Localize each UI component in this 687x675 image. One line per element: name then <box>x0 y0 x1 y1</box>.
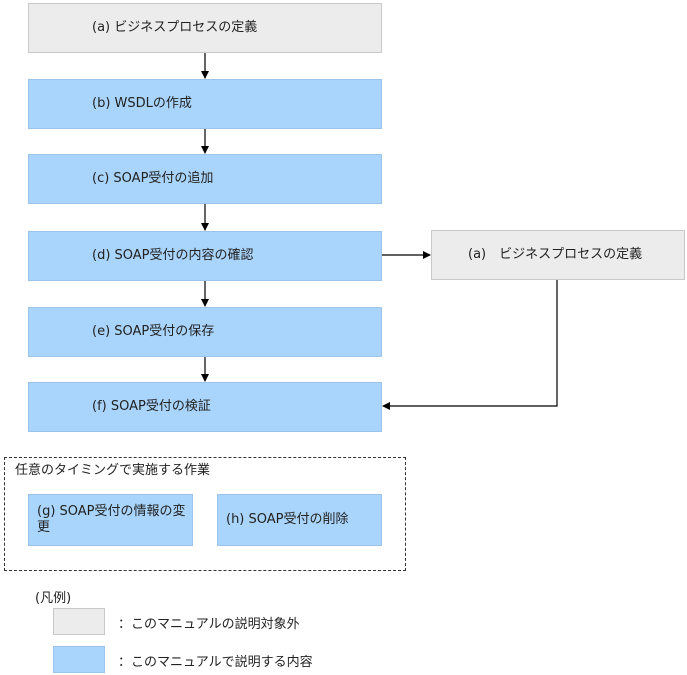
step-d-label: (d) SOAP受付の内容の確認 <box>92 248 254 263</box>
step-a-label: (a) ビジネスプロセスの定義 <box>92 20 258 35</box>
step-c-label: (c) SOAP受付の追加 <box>92 171 214 186</box>
step-f-label: (f) SOAP受付の検証 <box>92 399 211 414</box>
side-step-a-label: (a) ビジネスプロセスの定義 <box>468 247 643 262</box>
step-a-box: (a) ビジネスプロセスの定義 <box>28 3 382 53</box>
legend-blue-swatch <box>53 646 105 673</box>
arrow-side-to-f <box>382 280 558 410</box>
legend-gray-swatch <box>53 608 105 635</box>
optional-tasks-group <box>4 457 406 571</box>
step-f-box: (f) SOAP受付の検証 <box>28 382 382 432</box>
step-g-label: (g) SOAP受付の情報の変更 <box>37 504 186 535</box>
legend-blue-text: ：このマニュアルで説明する内容 <box>118 655 313 670</box>
legend-gray-text: ：このマニュアルの説明対象外 <box>118 617 300 632</box>
optional-tasks-title: 任意のタイミングで実施する作業 <box>15 463 211 478</box>
step-c-box: (c) SOAP受付の追加 <box>28 154 382 204</box>
step-d-box: (d) SOAP受付の内容の確認 <box>28 231 382 281</box>
legend-title: (凡例) <box>35 591 72 606</box>
step-e-box: (e) SOAP受付の保存 <box>28 307 382 357</box>
step-h-box: (h) SOAP受付の削除 <box>217 494 382 546</box>
side-step-a-box: (a) ビジネスプロセスの定義 <box>431 230 685 280</box>
step-b-label: (b) WSDLの作成 <box>92 96 192 111</box>
step-b-box: (b) WSDLの作成 <box>28 79 382 129</box>
step-h-label: (h) SOAP受付の削除 <box>226 512 349 527</box>
step-e-label: (e) SOAP受付の保存 <box>92 324 215 339</box>
step-g-box: (g) SOAP受付の情報の変更 <box>28 494 193 546</box>
